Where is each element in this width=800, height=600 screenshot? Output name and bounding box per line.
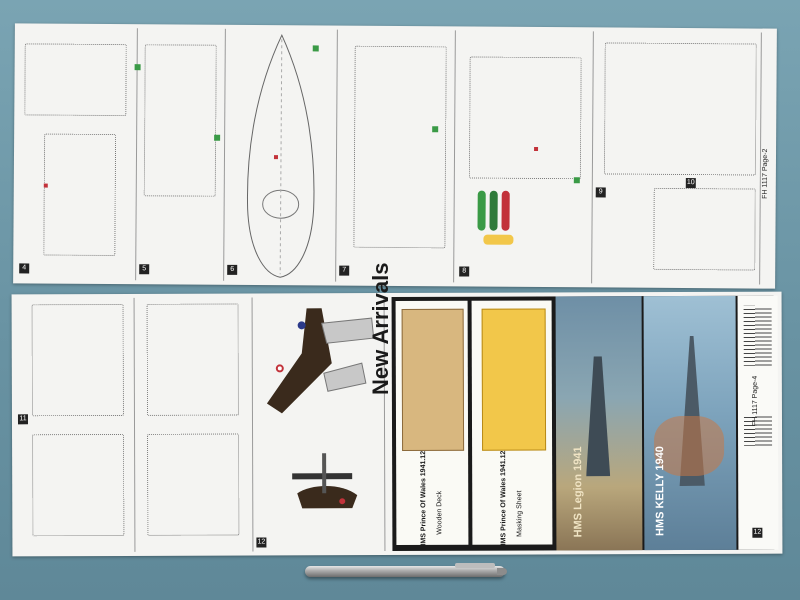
new-arrivals-heading: New Arrivals: [368, 262, 393, 395]
box-art-title: HMS Legion 1941: [572, 446, 585, 538]
product-subtitle: Wooden Deck: [436, 490, 444, 535]
instruction-sheet-page-4: 11 12 HMS Prince Of Wales 1941.12 Wooden…: [11, 291, 783, 557]
aircraft-sketch: [31, 303, 124, 417]
box-art-hms-kelly: HMS KELLY 1940: [643, 295, 737, 551]
product-title: HMS Prince Of Wales 1941.12: [500, 450, 508, 549]
step-number: 7: [339, 265, 350, 276]
green-marker: [134, 64, 141, 71]
step-number: 6: [227, 264, 238, 275]
step-number: 11: [17, 414, 28, 425]
red-marker: [273, 155, 279, 160]
step-number: 9: [595, 187, 606, 198]
red-marker: [43, 183, 48, 188]
parts-sketch: [353, 45, 447, 249]
step-number: 10: [685, 178, 696, 189]
wooden-deck-fret: [401, 308, 465, 451]
aircraft-sketch: [147, 433, 240, 536]
ship-sketch: [653, 187, 756, 271]
step-number: 12: [256, 537, 267, 548]
product-title: HMS Prince Of Wales 1941.12: [420, 450, 428, 549]
green-marker: [214, 134, 221, 141]
page-label: FH 1117 Page-4: [751, 375, 760, 427]
page-label: FH 1117 Page-2: [761, 148, 770, 199]
step-number: 12: [752, 527, 763, 538]
product-card-masking-sheet: HMS Prince Of Wales 1941.12 Masking Shee…: [471, 300, 553, 548]
hull-deck-drawing: [246, 34, 315, 278]
ballpoint-pen: [305, 566, 505, 577]
ship-sketch: [603, 42, 757, 176]
green-marker: [573, 177, 580, 184]
masking-sheet: [481, 308, 547, 451]
text-block: [743, 305, 772, 366]
product-subtitle: Masking Sheet: [516, 490, 524, 537]
boat-detail: [475, 187, 519, 257]
parts-sketch: [468, 56, 582, 180]
green-marker: [312, 45, 319, 52]
box-art-hms-legion: HMS Legion 1941: [555, 296, 643, 551]
aircraft-sketch: [146, 303, 239, 416]
walrus-aircraft-side: [292, 453, 358, 509]
box-art-title: HMS KELLY 1940: [654, 446, 667, 536]
pen-clip: [455, 563, 495, 568]
step-number: 8: [459, 266, 470, 277]
parts-sketch: [43, 133, 117, 257]
green-marker: [432, 126, 439, 133]
aircraft-sketch: [32, 433, 125, 537]
walrus-aircraft-color: [266, 308, 375, 414]
product-card-wooden-deck: HMS Prince Of Wales 1941.12 Wooden Deck: [395, 300, 469, 549]
pen-tip: [497, 568, 507, 575]
step-number: 4: [19, 263, 30, 274]
step-number: 5: [139, 264, 150, 275]
red-marker: [534, 146, 539, 151]
info-column: FH 1117 Page-4 12: [737, 295, 779, 550]
parts-sketch: [24, 43, 127, 117]
parts-sketch: [143, 44, 217, 197]
instruction-sheet-page-2: 4 5 6 7 8 9 10 FH 1117 Page-2: [13, 23, 777, 289]
